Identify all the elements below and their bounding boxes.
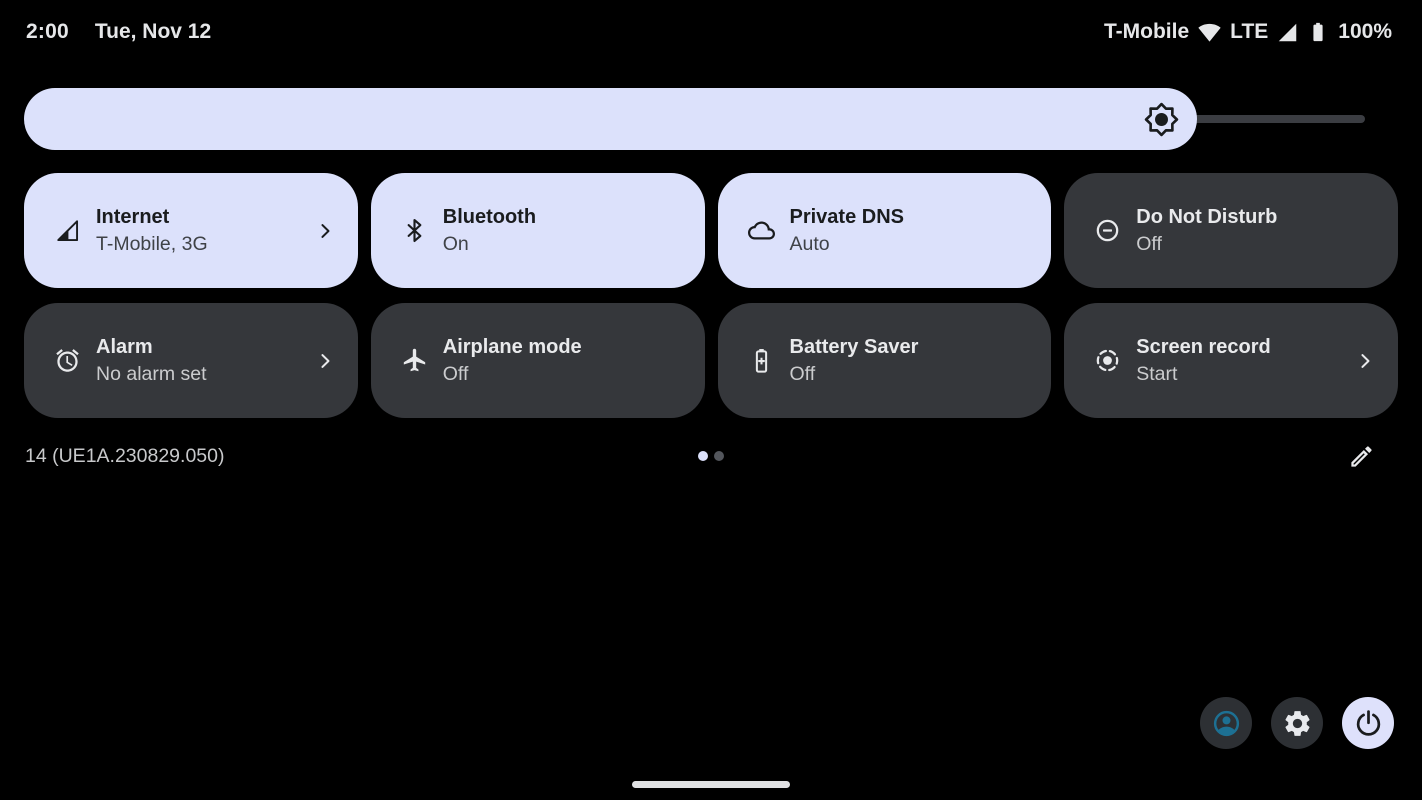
tile-label: Internet [96,206,170,228]
signal-strength-icon [54,217,81,244]
wifi-icon [1198,21,1221,44]
page-dot [698,451,708,461]
power-icon [1353,708,1384,739]
cloud-icon [747,217,775,244]
airplane-icon [401,347,428,374]
clock: 2:00 [26,20,69,43]
tile-status: No alarm set [96,363,207,385]
avatar-icon [1211,708,1242,739]
brightness-fill[interactable] [24,88,1198,150]
chevron-right-icon [314,350,336,372]
qs-tile-internet[interactable]: Internet T-Mobile, 3G [24,173,358,288]
tile-label: Screen record [1136,336,1271,358]
brightness-icon [1143,101,1180,138]
tile-status: Start [1136,363,1178,385]
qs-tile-screen-record[interactable]: Screen record Start [1064,303,1398,418]
network-type-label: LTE [1230,20,1269,43]
tile-status: Off [1136,233,1162,255]
status-bar-right: T-Mobile LTE 100% [1104,20,1392,44]
battery-percent-label: 100% [1338,20,1392,43]
page-indicator [698,451,724,461]
tile-status: On [442,233,469,255]
date: Tue, Nov 12 [94,20,212,43]
tile-status: Off [442,363,469,385]
cellular-signal-icon [1277,22,1298,43]
power-button[interactable] [1342,697,1394,749]
brightness-slider[interactable] [24,88,1365,150]
carrier-label: T-Mobile [1104,20,1190,43]
qs-tile-airplane-mode[interactable]: Airplane mode Off [370,303,705,418]
chevron-right-icon [314,220,336,242]
tile-status: Off [789,363,816,385]
bluetooth-icon [401,217,428,244]
qs-tile-private-dns[interactable]: Private DNS Auto [717,173,1052,288]
status-bar: 2:00 Tue, Nov 12 T-Mobile LTE 100% [0,0,1422,60]
tile-label: Do Not Disturb [1136,206,1278,228]
home-gesture-pill[interactable] [632,781,790,788]
battery-saver-icon [748,347,775,374]
do-not-disturb-icon [1094,217,1121,244]
qs-tile-do-not-disturb[interactable]: Do Not Disturb Off [1064,173,1398,288]
edit-tiles-button[interactable] [1348,443,1375,470]
qs-tile-alarm[interactable]: Alarm No alarm set [24,303,358,418]
build-number: 14 (UE1A.230829.050) [25,445,225,467]
tile-status: T-Mobile, 3G [96,233,208,255]
tile-label: Bluetooth [442,206,537,228]
gear-icon [1282,708,1313,739]
tile-label: Battery Saver [789,336,919,358]
qs-tile-bluetooth[interactable]: Bluetooth On [370,173,705,288]
qs-tile-battery-saver[interactable]: Battery Saver Off [717,303,1052,418]
status-bar-left: 2:00 Tue, Nov 12 [26,20,211,44]
settings-button[interactable] [1271,697,1323,749]
tile-label: Airplane mode [442,336,582,358]
user-switcher-button[interactable] [1200,697,1252,749]
tile-status: Auto [789,233,830,255]
page-dot [714,451,724,461]
footer-buttons [1200,697,1394,749]
screen-record-icon [1094,347,1121,374]
chevron-right-icon [1354,350,1376,372]
alarm-icon [54,347,81,374]
tile-label: Private DNS [789,206,905,228]
quick-settings-grid: Internet T-Mobile, 3G Bluetooth On Priva… [24,173,1398,418]
tile-label: Alarm [96,336,153,358]
battery-icon [1307,21,1329,43]
